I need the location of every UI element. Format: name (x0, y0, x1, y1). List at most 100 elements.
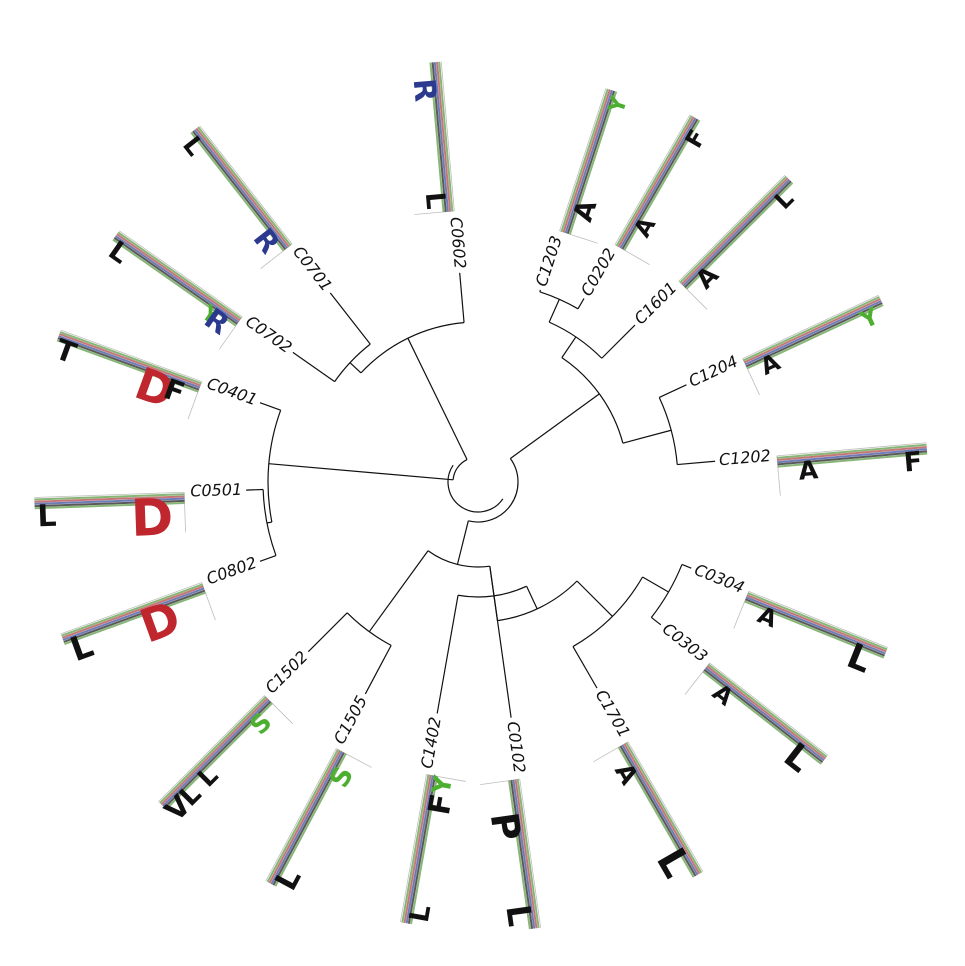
logo-band (438, 61, 454, 212)
sequence-logo: LYR (103, 230, 243, 350)
logo-band (274, 753, 347, 887)
logo-axis (678, 280, 708, 310)
logo-residue: F (679, 125, 711, 153)
logo-band (59, 331, 202, 385)
logo-band (777, 452, 928, 468)
logo-axis (593, 741, 629, 763)
logo-residue: L (647, 840, 699, 885)
logo-band (162, 699, 270, 807)
logo-band (682, 178, 791, 287)
logo-band (621, 118, 699, 250)
logo-residue: S (324, 761, 360, 793)
logo-band (34, 493, 185, 501)
branch-connector (622, 429, 672, 444)
leaf-branch (329, 292, 371, 345)
logo-baseline (559, 88, 607, 232)
leaf-label: C0304 (692, 560, 747, 597)
branch-arc (267, 409, 282, 523)
leaf-label: C0303 (659, 619, 712, 666)
leaf-label: C0202 (577, 245, 619, 299)
leaf-branch (292, 351, 335, 383)
logo-band (746, 594, 887, 653)
logo-residue: L (404, 902, 437, 924)
logo-band (403, 775, 432, 924)
branch-connector (268, 463, 454, 481)
logo-band (564, 89, 613, 234)
leaf-branch (572, 646, 598, 689)
logo-band (510, 780, 534, 929)
logo-band (165, 702, 273, 810)
logo-baseline (60, 329, 202, 382)
branch-arc (468, 458, 519, 523)
logo-band (114, 235, 239, 323)
logo-residue: A (567, 196, 603, 226)
branch-connector (510, 393, 600, 459)
branch-connector (349, 362, 362, 374)
logo-baseline (60, 582, 202, 635)
leaf-label: C1502 (261, 647, 311, 697)
logo-band (705, 667, 825, 762)
logo-baseline (776, 442, 927, 457)
logo-band (190, 131, 285, 252)
logo-band (685, 182, 794, 290)
logo-band (405, 775, 434, 924)
logo-band (266, 749, 339, 883)
logo-axis (684, 662, 710, 695)
logo-band (508, 780, 531, 930)
leaf-label: C1203 (532, 233, 566, 288)
logo-residue: L (269, 863, 309, 896)
leaf-branch (259, 402, 281, 411)
logo-band (270, 751, 343, 885)
logo-baseline (742, 294, 879, 359)
leaf-label: C0602 (446, 216, 469, 269)
leaf-label: C0401 (205, 374, 260, 410)
logo-baseline (627, 741, 704, 872)
logo-band (617, 746, 695, 878)
leaf-branch (650, 616, 662, 626)
branch-connector (526, 585, 538, 610)
branch-connector (576, 580, 613, 617)
logo-axis (183, 492, 186, 533)
sequence-logo: AY (742, 294, 884, 396)
logo-band (617, 116, 695, 248)
logo-band (562, 89, 611, 233)
logo-band (743, 296, 880, 362)
logo-residue: F (902, 446, 923, 478)
logo-band (116, 233, 241, 322)
sequence-logo: AL (684, 662, 829, 781)
logo-band (745, 302, 883, 368)
logo-band (34, 495, 185, 503)
leaf-branch (601, 324, 636, 359)
logo-band (625, 742, 703, 874)
leaf-branch (489, 566, 512, 718)
logo-band (744, 300, 882, 366)
sequence-logo: LR (177, 125, 293, 269)
logo-residue: L (37, 499, 57, 535)
leaf-label: C1601 (630, 278, 680, 328)
logo-band (34, 497, 185, 505)
leaf-label: C1204 (686, 352, 741, 391)
branch-connector (561, 336, 577, 358)
logo-band (747, 592, 888, 651)
root-arc (447, 464, 504, 513)
logo-axis (414, 210, 455, 215)
sequence-logo: RL (406, 61, 455, 215)
logo-baseline (440, 61, 455, 212)
logo-band (61, 585, 204, 639)
logo-band (623, 119, 701, 251)
logo-baseline (399, 774, 427, 923)
branch-arc (658, 397, 678, 465)
logo-residue: R (247, 222, 287, 260)
leaf-label: C0702 (242, 312, 295, 357)
logo-band (63, 589, 206, 643)
sequence-logo: AL (678, 174, 799, 310)
leaf-branch (259, 554, 277, 562)
logo-band (745, 596, 886, 655)
branch-arc (360, 322, 465, 374)
logo-band (702, 670, 822, 765)
logo-band (34, 499, 185, 508)
leaf-label: C0501 (190, 480, 243, 501)
